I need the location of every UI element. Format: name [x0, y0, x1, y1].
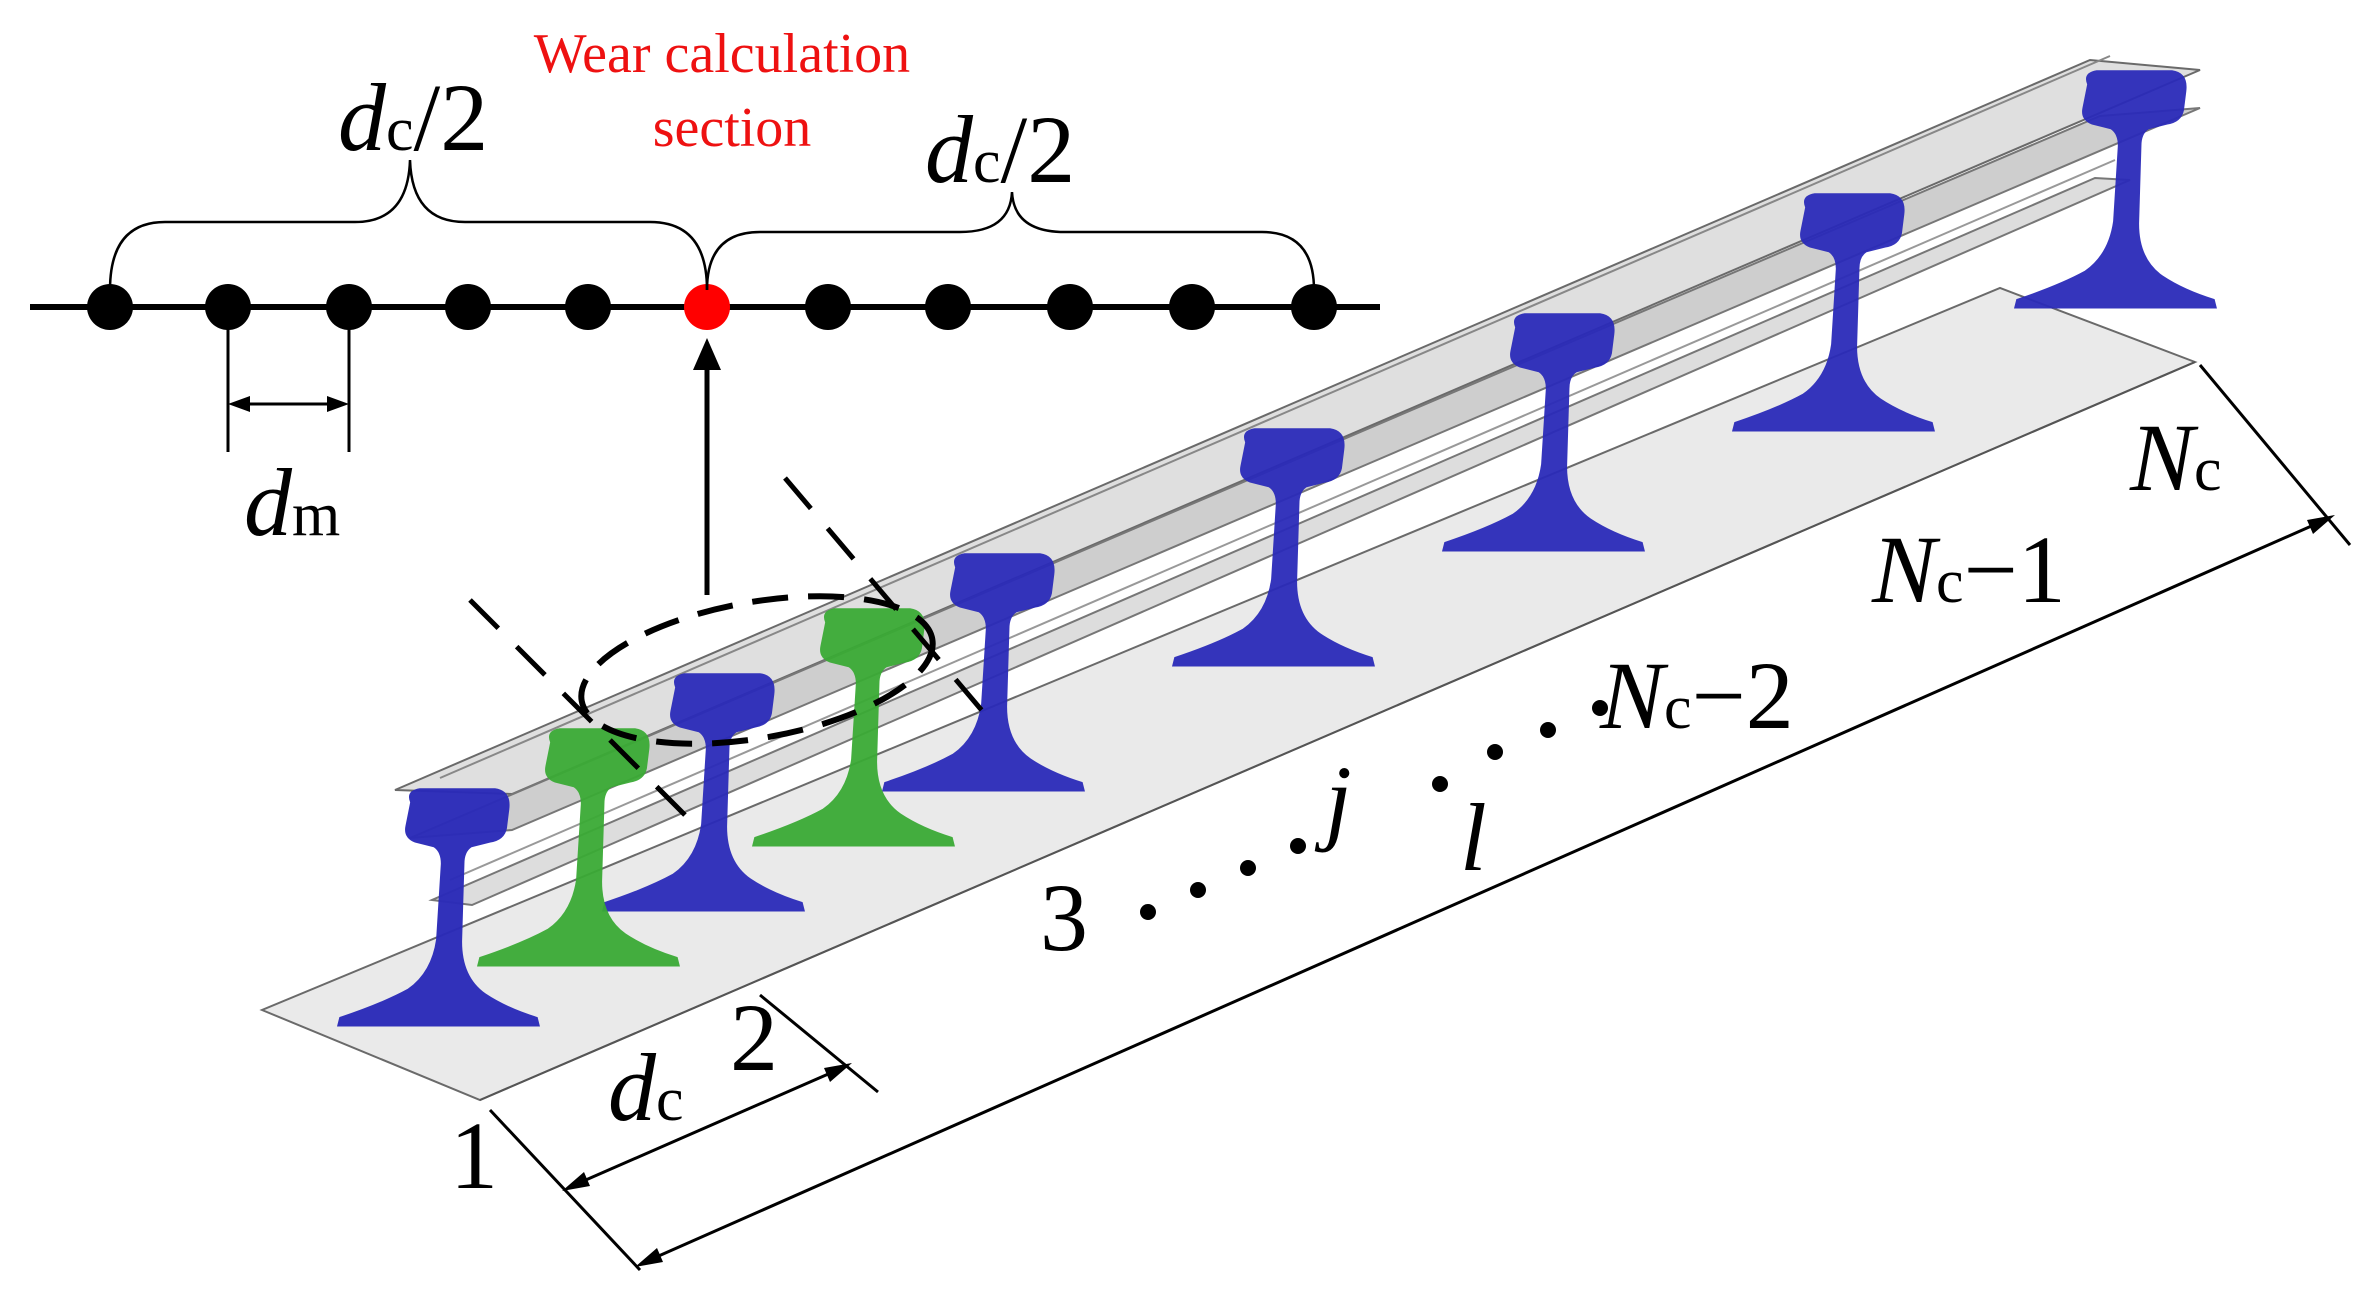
section-number-nc-1: Nc−1: [1871, 516, 2066, 623]
dimension-lines: [488, 364, 2352, 1272]
measurement-point: [445, 284, 491, 330]
wear-zone-dashed-line-left: [468, 598, 702, 832]
rail-foot-plate: [259, 286, 2198, 1102]
section-number-j: j: [1314, 746, 1352, 853]
dc-label: dc: [608, 1034, 684, 1141]
measurement-point: [925, 284, 971, 330]
detail-points-line: [30, 159, 1380, 452]
l-dimension-line: [644, 518, 2326, 1264]
l-ext-end: [2198, 364, 2352, 546]
section-number-nc-2: Nc−2: [1599, 642, 1794, 749]
dc-dimension-line: [571, 1066, 843, 1188]
measurement-point: [87, 284, 133, 330]
section-number-nc: Nc: [2129, 404, 2222, 511]
dm-label: dm: [244, 449, 340, 556]
wear-zone-dashed-line-right: [783, 476, 992, 722]
rail-head-top-edge: [439, 55, 2111, 779]
length-label-l: l: [1460, 784, 1487, 891]
rail-foot-edge: [479, 361, 2196, 1101]
detail-arrow: [693, 338, 721, 595]
wear-section-label-line1: Wear calculation: [534, 23, 910, 85]
section-number-1: 1: [450, 1102, 498, 1209]
measurement-point: [205, 284, 251, 330]
ellipsis-dots: [1140, 700, 1608, 920]
wear-zone-marker: [468, 476, 992, 832]
dc-half-right-label: dc/2: [925, 96, 1075, 203]
measurement-point: [1291, 284, 1337, 330]
measurement-point: [1169, 284, 1215, 330]
brace-right: [705, 191, 1316, 291]
measurement-point: [805, 284, 851, 330]
measurement-point: [565, 284, 611, 330]
section-number-2: 2: [730, 984, 778, 1091]
brace-left: [108, 159, 709, 291]
dc-half-left-label: dc/2: [338, 64, 488, 171]
wear-section-label-line2: section: [653, 97, 812, 159]
wear-zone-ellipse: [578, 593, 936, 747]
measurement-point: [326, 284, 372, 330]
dc-ext-2: [759, 993, 879, 1094]
measurement-point: [1047, 284, 1093, 330]
section-number-3: 3: [1040, 864, 1088, 971]
wear-calculation-point: [684, 284, 730, 330]
